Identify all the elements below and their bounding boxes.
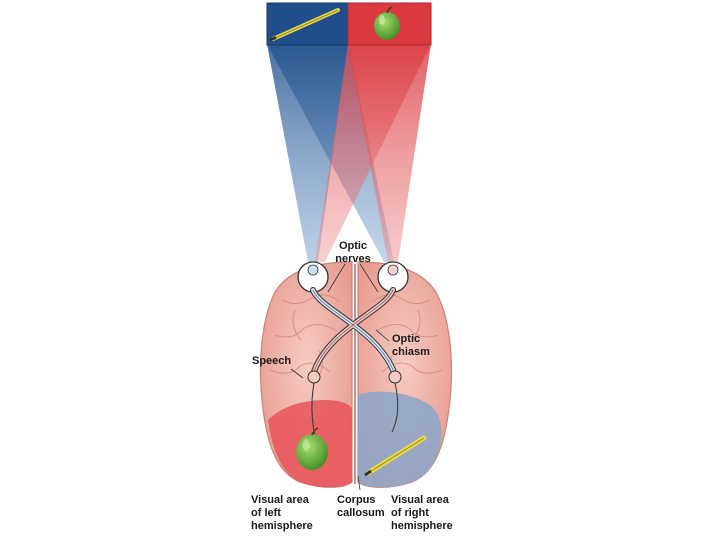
label-visual-area-right: Visual area of right hemisphere [391,494,453,532]
label-corpus-callosum-line1: Corpus [337,494,376,506]
apple-icon [296,427,328,470]
label-corpus-callosum: Corpus callosum [337,494,385,519]
brain [259,261,453,488]
pencil-icon [364,435,427,477]
pencil-icon [269,8,340,42]
label-optic-nerves-line1: Optic [339,240,367,252]
label-visual-area-left-line3: hemisphere [251,520,313,532]
label-visual-area-left-line1: Visual area [251,494,310,506]
label-visual-area-left-line2: of left [251,507,281,519]
label-visual-area-right-line1: Visual area [391,494,450,506]
label-visual-area-left: Visual area of left hemisphere [251,494,313,532]
label-optic-nerves-line2: nerves [335,253,370,265]
label-optic-chiasm: Optic chiasm [392,333,430,358]
label-visual-area-right-line3: hemisphere [391,520,453,532]
label-optic-chiasm-line1: Optic [392,333,420,345]
leader-lines [290,263,390,491]
light-beams [267,44,431,262]
label-optic-nerves: Optic nerves [335,240,370,265]
label-corpus-callosum-line2: callosum [337,507,385,519]
label-speech: Speech [252,355,291,367]
label-optic-chiasm-line2: chiasm [392,346,430,358]
right-field-beam-to-right-eye [348,44,431,262]
label-visual-area-right-line2: of right [391,507,429,519]
optic-pathways [310,287,398,378]
visual-field [266,2,432,46]
apple-icon [374,6,400,40]
left-eye [297,261,329,293]
left-field-beam-to-right-eye [267,44,394,262]
